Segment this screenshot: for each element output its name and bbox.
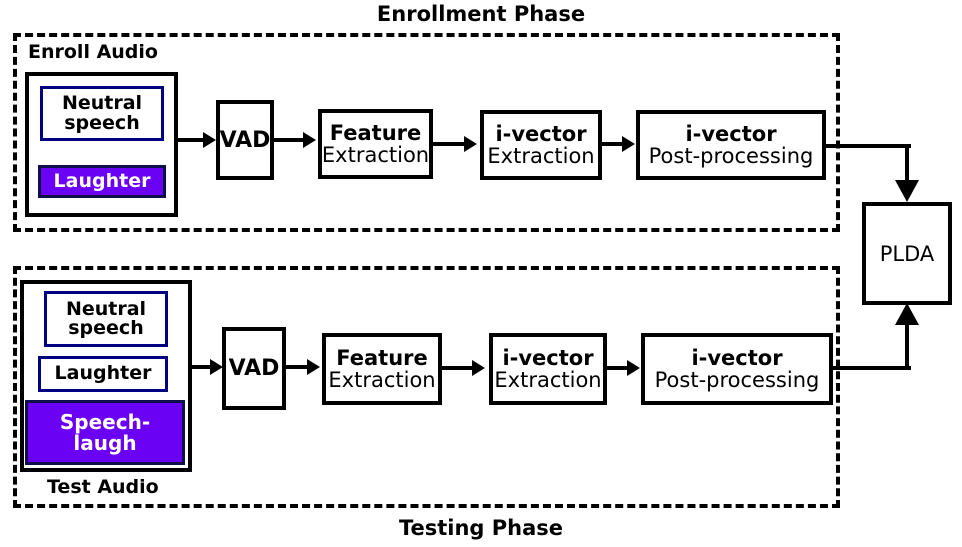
enroll-chip-neutral-line2: speech	[64, 111, 140, 134]
enroll-stage-feature-line2: Extraction	[321, 143, 430, 167]
enroll-stage-vad-label: VAD	[219, 127, 271, 153]
test-stage-feature-line1: Feature	[336, 345, 428, 370]
test-stage-ivec-pp-line2: Post-processing	[654, 368, 820, 392]
test-chip-laughter[interactable]: Laughter	[38, 356, 168, 392]
test-stage-feature-extraction[interactable]: Feature Extraction	[322, 333, 442, 405]
test-chip-neutral-line1: Neutral	[65, 297, 147, 320]
enroll-stage-ivector-postprocessing[interactable]: i-vector Post-processing	[636, 110, 826, 180]
enroll-chip-laughter-label: Laughter	[53, 169, 151, 192]
enroll-stage-vad[interactable]: VAD	[216, 100, 274, 180]
test-chip-speech-laugh-line1: Speech-	[59, 410, 151, 435]
test-chip-neutral-speech[interactable]: Neutral speech	[44, 291, 168, 347]
test-chip-speech-laugh-line2: laugh	[73, 430, 137, 455]
connector-test-ivec-ext-to-pp	[607, 366, 629, 370]
arrow-enroll-audio-to-vad	[203, 132, 216, 148]
test-chip-laughter-label: Laughter	[54, 362, 152, 385]
connector-test-to-plda-vertical	[905, 322, 909, 368]
arrow-enroll-to-plda	[895, 180, 919, 202]
enroll-stage-feature-extraction[interactable]: Feature Extraction	[318, 109, 433, 179]
arrow-test-feature-to-ivec-ext	[472, 360, 485, 376]
test-chip-speech-laugh[interactable]: Speech- laugh	[25, 400, 185, 465]
test-stage-ivec-pp-line1: i-vector	[691, 345, 783, 370]
test-stage-ivector-extraction[interactable]: i-vector Extraction	[489, 333, 607, 405]
testing-phase-boundary	[13, 266, 840, 508]
connector-test-feature-to-ivec-ext	[442, 366, 473, 370]
arrow-test-vad-to-feature	[307, 359, 320, 375]
test-stage-ivec-ext-line1: i-vector	[502, 345, 594, 370]
connector-test-audio-to-vad	[192, 365, 214, 369]
connector-enroll-to-plda-horizontal	[826, 144, 911, 148]
arrow-enroll-feature-to-ivec-ext	[464, 136, 477, 152]
arrow-test-audio-to-vad	[210, 359, 223, 375]
arrow-test-ivec-ext-to-pp	[627, 360, 640, 376]
test-stage-vad[interactable]: VAD	[222, 327, 286, 410]
enroll-stage-ivec-pp-line1: i-vector	[685, 121, 777, 146]
enroll-audio-label: Enroll Audio	[28, 41, 158, 63]
test-audio-label: Test Audio	[47, 476, 159, 498]
enrollment-phase-boundary	[13, 33, 840, 232]
enroll-stage-ivec-ext-line1: i-vector	[495, 121, 587, 146]
plda-scoring-box[interactable]: PLDA	[862, 202, 952, 305]
connector-enroll-ivec-ext-to-pp	[602, 142, 624, 146]
arrow-enroll-vad-to-feature	[303, 132, 316, 148]
connector-enroll-vad-to-feature	[274, 138, 305, 142]
enroll-stage-ivec-pp-line2: Post-processing	[648, 144, 814, 168]
test-stage-ivec-ext-line2: Extraction	[494, 368, 602, 392]
enroll-chip-neutral-speech[interactable]: Neutral speech	[40, 86, 164, 141]
enroll-stage-ivec-ext-line2: Extraction	[487, 144, 595, 168]
enroll-stage-ivector-extraction[interactable]: i-vector Extraction	[480, 110, 602, 180]
test-stage-vad-label: VAD	[228, 356, 280, 381]
enroll-chip-neutral-line1: Neutral	[61, 92, 143, 115]
enrollment-phase-title: Enrollment Phase	[376, 2, 586, 26]
testing-phase-title: Testing Phase	[398, 516, 564, 540]
arrow-enroll-ivec-ext-to-pp	[622, 136, 635, 152]
arrow-test-to-plda	[895, 303, 919, 325]
connector-enroll-to-plda-vertical	[905, 144, 909, 186]
connector-test-to-plda-horizontal	[833, 366, 911, 370]
connector-enroll-feature-to-ivec-ext	[433, 142, 465, 146]
enroll-chip-laughter[interactable]: Laughter	[38, 165, 166, 198]
test-chip-neutral-line2: speech	[68, 317, 144, 339]
connector-enroll-audio-to-vad	[178, 138, 205, 142]
connector-test-vad-to-feature	[286, 365, 309, 369]
plda-label: PLDA	[879, 241, 935, 266]
test-stage-feature-line2: Extraction	[328, 368, 436, 392]
test-stage-ivector-postprocessing[interactable]: i-vector Post-processing	[641, 333, 833, 405]
enroll-stage-feature-line1: Feature	[329, 120, 422, 145]
